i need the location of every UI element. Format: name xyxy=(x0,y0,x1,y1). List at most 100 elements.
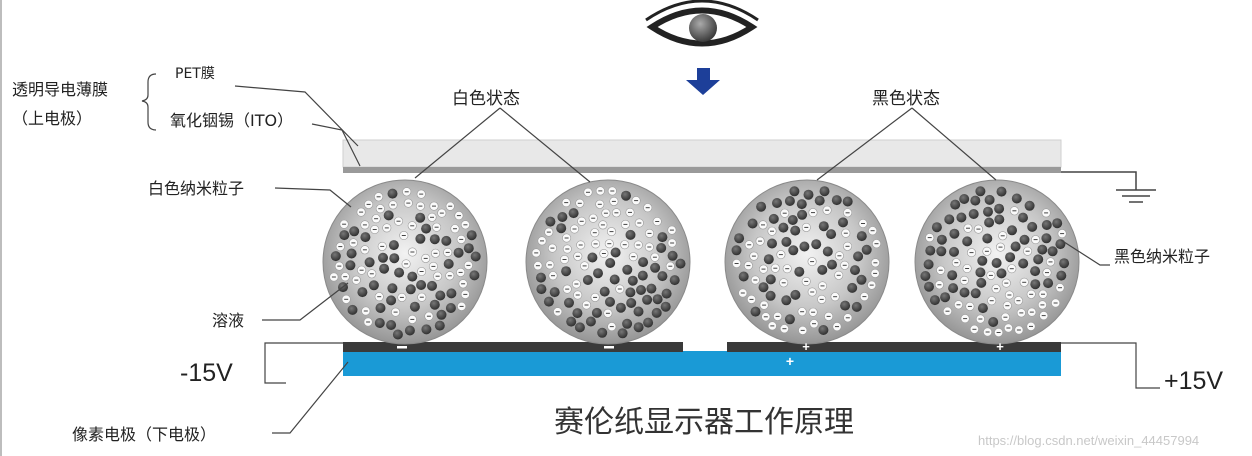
black-particle xyxy=(1047,246,1058,257)
black-particle xyxy=(734,233,745,244)
label-white-particles: 白色纳米粒子 xyxy=(148,179,244,198)
white-particle xyxy=(782,264,792,274)
black-particle xyxy=(750,306,761,317)
label-voltage-left: -15V xyxy=(180,359,233,387)
white-particle xyxy=(603,308,613,318)
white-particle xyxy=(445,201,455,211)
white-particle xyxy=(870,268,880,278)
white-particle xyxy=(1026,321,1036,331)
white-particle xyxy=(417,266,427,276)
white-particle xyxy=(533,261,543,271)
white-particle xyxy=(951,258,961,268)
black-particle xyxy=(962,236,973,247)
white-particle xyxy=(421,253,431,263)
label-pixel-electrode: 像素电极（下电极） xyxy=(72,425,216,444)
black-particle xyxy=(605,258,616,268)
black-particle xyxy=(388,240,399,251)
black-particle xyxy=(429,234,440,245)
white-particle xyxy=(986,270,996,280)
white-particle xyxy=(1027,307,1037,317)
white-particle xyxy=(995,242,1005,252)
black-particle xyxy=(1007,225,1017,236)
white-particle xyxy=(531,248,541,258)
white-particle xyxy=(595,199,605,209)
black-particle xyxy=(991,258,1002,268)
white-particle xyxy=(429,201,439,211)
black-particle xyxy=(861,244,872,255)
black-particle xyxy=(566,316,577,327)
white-particle xyxy=(562,244,572,254)
white-particle xyxy=(973,224,983,234)
white-particle xyxy=(1009,206,1019,216)
white-particle xyxy=(840,260,850,270)
black-particle xyxy=(625,287,636,298)
black-particle xyxy=(657,232,668,243)
black-particle xyxy=(1018,212,1028,223)
white-particle xyxy=(1041,208,1051,218)
black-particle xyxy=(429,299,440,310)
label-pet-film: PET膜 xyxy=(175,66,215,82)
dark-electrode-right xyxy=(727,342,1061,352)
black-particle xyxy=(622,264,633,275)
white-particle xyxy=(625,207,635,217)
white-particle xyxy=(858,219,868,229)
black-particle xyxy=(549,287,560,298)
white-particle xyxy=(598,220,608,230)
white-particle xyxy=(779,278,789,288)
black-particle xyxy=(436,309,447,320)
black-particle xyxy=(1059,258,1070,269)
black-particle xyxy=(349,226,360,237)
black-particle xyxy=(988,317,999,327)
white-particle xyxy=(577,216,587,226)
white-particle xyxy=(370,225,380,235)
black-particle xyxy=(781,295,792,306)
white-particle xyxy=(767,226,777,236)
white-particle xyxy=(1037,300,1047,310)
white-particle xyxy=(580,261,590,271)
white-particle xyxy=(628,252,638,262)
black-particle xyxy=(984,217,995,228)
white-particle xyxy=(458,279,468,289)
black-particle xyxy=(597,327,608,338)
black-particle xyxy=(853,251,864,262)
white-particle xyxy=(809,319,819,329)
black-particle xyxy=(856,231,867,242)
black-particle xyxy=(731,245,742,256)
black-particle xyxy=(1010,241,1021,252)
black-particle xyxy=(856,274,867,285)
black-particle xyxy=(626,298,637,308)
white-particle xyxy=(643,203,653,213)
black-particle xyxy=(416,280,427,290)
black-particle xyxy=(605,296,615,307)
black-particle xyxy=(920,271,931,281)
white-particle xyxy=(364,199,374,209)
black-particle xyxy=(947,270,958,281)
white-particle xyxy=(329,272,339,282)
black-particle xyxy=(765,274,776,285)
black-particle xyxy=(983,206,993,217)
black-particle xyxy=(669,275,680,286)
black-particle xyxy=(568,208,579,219)
white-particle xyxy=(987,296,997,306)
black-particle xyxy=(794,266,805,277)
black-particle xyxy=(923,259,934,270)
white-particle xyxy=(817,294,827,304)
white-particle xyxy=(591,239,601,249)
white-particle xyxy=(559,255,569,265)
black-particle xyxy=(441,235,452,246)
black-particle xyxy=(949,246,959,257)
white-particle xyxy=(960,314,970,324)
white-particle xyxy=(1001,278,1011,288)
black-particle xyxy=(827,259,837,270)
black-particle xyxy=(470,251,481,262)
white-particle xyxy=(867,280,877,290)
white-particle xyxy=(335,242,345,252)
white-particle xyxy=(822,205,832,215)
white-particle xyxy=(430,248,440,258)
white-particle xyxy=(843,208,853,218)
white-particle xyxy=(991,284,1001,294)
white-particle xyxy=(361,306,371,316)
white-particle xyxy=(746,294,756,304)
white-particle xyxy=(457,301,467,311)
